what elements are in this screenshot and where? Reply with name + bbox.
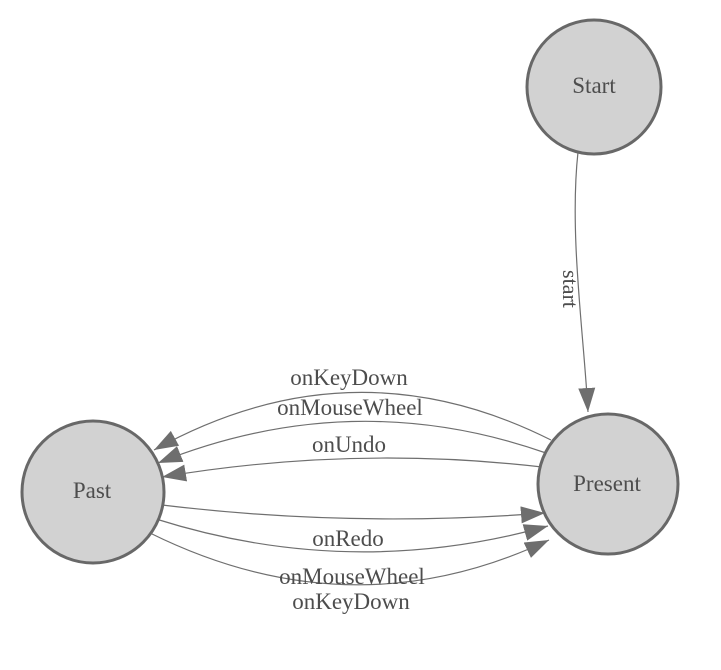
node-present: Present xyxy=(536,412,680,556)
node-past: Past xyxy=(20,419,166,565)
node-past-label: Past xyxy=(73,478,112,503)
edge-present-to-past-onmousewheel xyxy=(157,420,547,464)
node-start-label: Start xyxy=(572,73,616,98)
node-present-circle xyxy=(536,412,680,556)
edge-label-onundo: onUndo xyxy=(312,432,386,457)
edge-past-to-present-onkeydown xyxy=(149,532,550,586)
edge-label-onmousewheel-upper: onMouseWheel xyxy=(277,395,423,420)
edge-label-onredo: onRedo xyxy=(312,526,384,551)
edge-start-to-present xyxy=(574,151,596,413)
edge-label-start: start xyxy=(558,270,583,308)
edge-past-to-present-onmousewheel xyxy=(155,518,549,553)
edges-group xyxy=(149,151,596,586)
edge-label-onkeydown-upper: onKeyDown xyxy=(290,365,408,390)
edge-past-to-present-onredo xyxy=(161,504,546,524)
node-start: Start xyxy=(525,18,663,156)
edge-label-onmousewheel-lower: onMouseWheel xyxy=(279,564,425,589)
node-present-label: Present xyxy=(573,471,641,496)
node-past-circle xyxy=(20,419,166,565)
edge-label-onkeydown-lower: onKeyDown xyxy=(292,589,410,614)
edge-present-to-past-onundo xyxy=(161,457,543,482)
edge-present-to-past-onkeydown xyxy=(153,391,552,451)
edge-labels-group: start onKeyDown onMouseWheel onUndo onRe… xyxy=(277,270,583,614)
node-start-circle xyxy=(525,18,663,156)
